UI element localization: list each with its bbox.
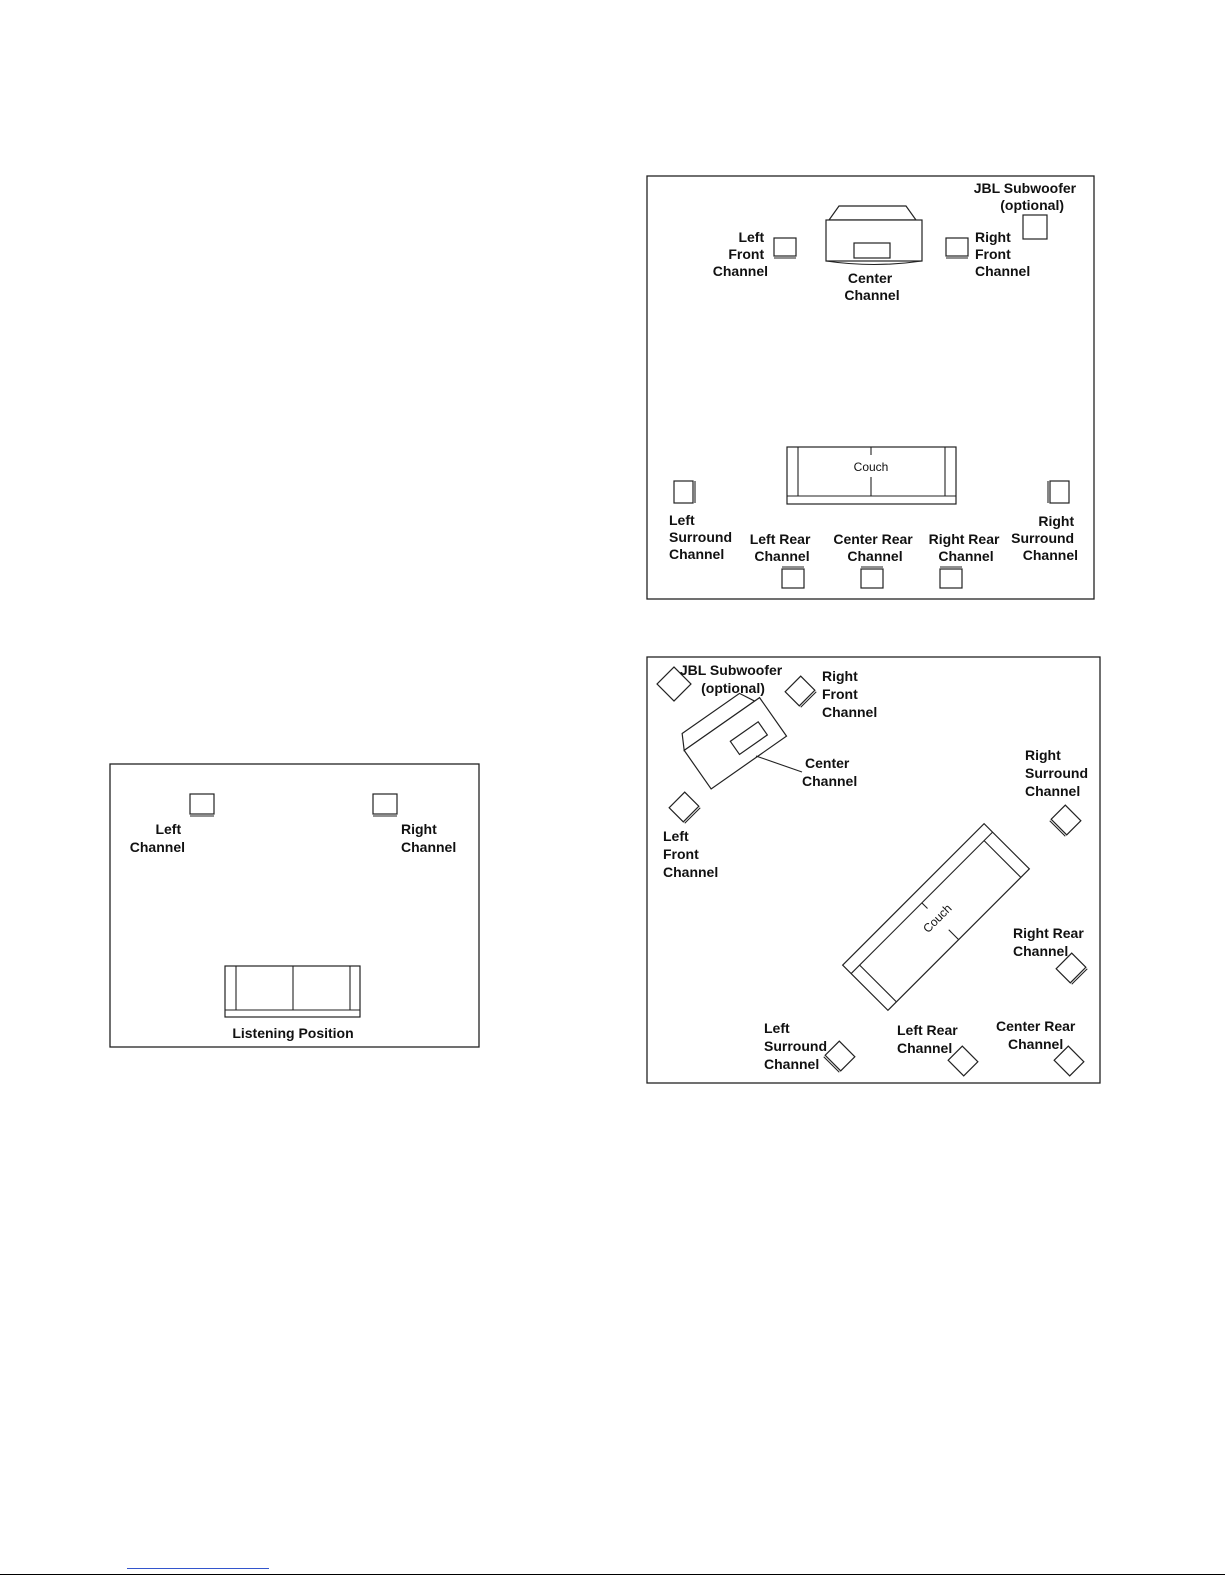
diag-right-surround-label: Right Surround Channel xyxy=(1025,747,1092,799)
top-left-rear-speaker xyxy=(781,566,805,589)
top-center-rear-label: Center Rear Channel xyxy=(833,531,916,564)
surround-layout-straight: JBL Subwoofer (optional) Center Channel … xyxy=(646,175,1095,600)
top-left-rear-label: Left Rear Channel xyxy=(750,531,815,564)
top-right-surround-speaker xyxy=(1047,480,1070,504)
top-couch xyxy=(786,446,957,505)
footer-link-underline xyxy=(127,1568,269,1569)
stereo-left-speaker xyxy=(189,793,215,817)
diag-right-rear-label: Right Rear Channel xyxy=(1013,925,1088,959)
diag-right-rear-speaker xyxy=(1055,952,1088,985)
diag-room-frame xyxy=(646,656,1101,1084)
diag-center-rear-speaker xyxy=(1053,1045,1085,1077)
top-center-rear-speaker xyxy=(860,566,884,589)
top-left-front-speaker xyxy=(773,237,797,259)
top-right-surround-label: Right Surround Channel xyxy=(1011,513,1078,563)
stereo-room-frame xyxy=(109,763,480,1048)
stereo-right-label: Right Channel xyxy=(401,821,456,855)
top-subwoofer-speaker xyxy=(1022,214,1048,240)
diag-left-surround-speaker xyxy=(823,1040,856,1073)
top-couch-label: Couch xyxy=(854,460,889,474)
diag-right-surround-speaker xyxy=(1049,804,1082,837)
diag-left-front-speaker xyxy=(668,791,701,824)
top-left-surround-speaker xyxy=(673,480,696,504)
top-right-front-speaker xyxy=(945,237,969,259)
top-right-front-label: Right Front Channel xyxy=(975,229,1030,279)
top-right-rear-label: Right Rear Channel xyxy=(929,531,1004,564)
stereo-right-speaker xyxy=(372,793,398,817)
diag-right-front-speaker xyxy=(784,675,817,708)
diag-center-leader-line xyxy=(755,755,803,773)
diag-subwoofer-speaker xyxy=(656,666,692,702)
diag-left-front-label: Left Front Channel xyxy=(663,828,718,880)
surround-layout-diagonal: JBL Subwoofer (optional) Right Front Cha… xyxy=(646,656,1101,1084)
top-left-front-label: Left Front Channel xyxy=(713,229,768,279)
diag-left-rear-speaker xyxy=(947,1045,979,1077)
stereo-layout: Left Channel Right Channel Listening Pos… xyxy=(109,763,480,1048)
diag-right-front-label: Right Front Channel xyxy=(822,668,877,720)
footer-rule xyxy=(0,1574,1225,1575)
diag-couch: Couch xyxy=(841,822,1031,1012)
top-center-label: Center Channel xyxy=(844,270,899,303)
diag-center-label: Center Channel xyxy=(802,755,857,789)
diag-center-rear-label: Center Rear Channel xyxy=(996,1018,1079,1052)
top-left-surround-label: Left Surround Channel xyxy=(669,512,736,562)
diag-left-surround-label: Left Surround Channel xyxy=(764,1020,831,1072)
diag-left-rear-label: Left Rear Channel xyxy=(897,1022,962,1056)
top-right-rear-speaker xyxy=(939,566,963,589)
stereo-left-label: Left Channel xyxy=(130,821,185,855)
top-room-frame xyxy=(646,175,1095,600)
top-center-speaker xyxy=(825,205,923,266)
top-subwoofer-label: JBL Subwoofer (optional) xyxy=(974,180,1080,213)
diag-subwoofer-label: JBL Subwoofer (optional) xyxy=(680,662,786,696)
listening-position-label: Listening Position xyxy=(232,1025,353,1041)
stereo-couch xyxy=(224,965,361,1018)
diag-center-speaker xyxy=(681,692,788,790)
